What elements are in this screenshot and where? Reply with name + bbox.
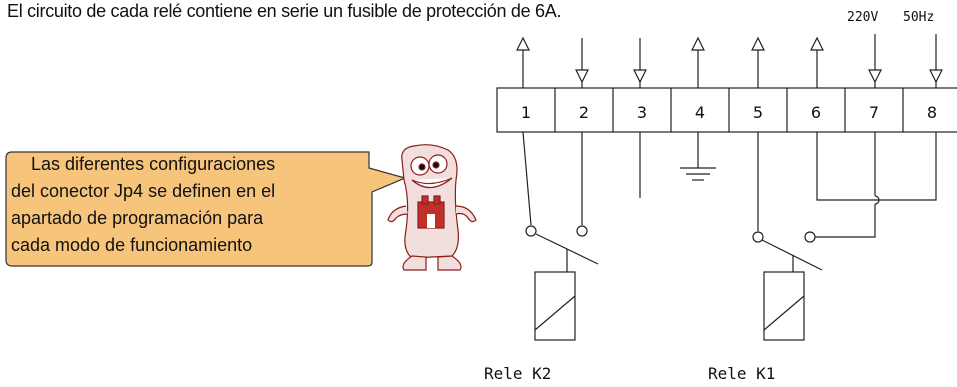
terminal-6-label: 6 xyxy=(810,103,822,122)
note-line: del conector Jp4 se definen en el xyxy=(11,181,276,201)
switch-contact-icon xyxy=(576,225,588,237)
mascot-icon xyxy=(387,144,477,271)
relay-coil-icon xyxy=(763,271,805,341)
relay-k1-label: Rele K1 xyxy=(708,364,776,383)
arrow-down-icon xyxy=(633,69,647,84)
speech-bubble xyxy=(5,151,407,267)
switch-contact-icon xyxy=(804,231,816,243)
terminal-2-label: 2 xyxy=(578,103,590,122)
note-text: Las diferentes configuraciones del conec… xyxy=(11,151,373,259)
supply-frequency-label: 50Hz xyxy=(903,10,935,25)
terminal-3-label: 3 xyxy=(636,103,648,122)
terminal-7-label: 7 xyxy=(868,103,880,122)
terminal-1-label: 1 xyxy=(520,103,532,122)
note-callout: Las diferentes configuraciones del conec… xyxy=(5,150,369,266)
arrow-down-icon xyxy=(929,69,943,84)
note-line: apartado de programación para xyxy=(11,208,264,228)
note-line: Las diferentes configuraciones xyxy=(31,154,276,174)
arrow-up-icon xyxy=(691,36,705,51)
terminal-block xyxy=(496,87,957,133)
relay-coil-icon xyxy=(534,271,576,341)
terminal-5-label: 5 xyxy=(752,103,764,122)
arrow-down-icon xyxy=(575,69,589,84)
switch-contact-icon xyxy=(752,231,764,243)
relay-k2-label: Rele K2 xyxy=(484,364,552,383)
page-title: El circuito de cada relé contiene en ser… xyxy=(7,1,562,21)
ground-icon xyxy=(680,132,716,181)
arrow-down-icon xyxy=(868,69,882,84)
terminal-8-label: 8 xyxy=(926,103,938,122)
arrow-up-icon xyxy=(516,36,530,51)
note-line: cada modo de funcionamiento xyxy=(11,235,253,255)
arrow-up-icon xyxy=(751,36,765,51)
supply-voltage-label: 220V xyxy=(847,10,879,25)
terminal-4-label: 4 xyxy=(694,103,706,122)
switch-contact-icon xyxy=(525,225,537,237)
arrow-up-icon xyxy=(810,36,824,51)
